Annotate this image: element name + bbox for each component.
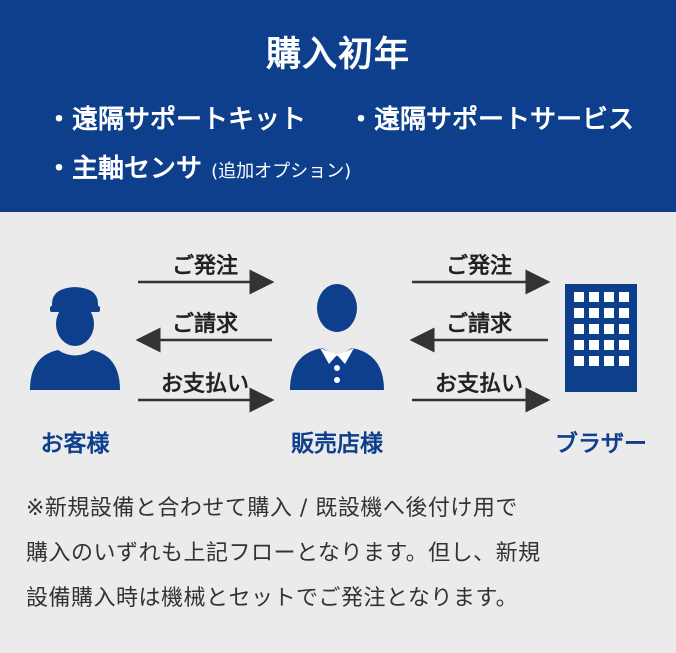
building-window (604, 292, 614, 302)
building-window (604, 340, 614, 350)
building-window (604, 308, 614, 318)
building-window (604, 356, 614, 366)
building-window (589, 292, 599, 302)
item-spindle-sensor-note: (追加オプション) (211, 161, 352, 182)
label-payment-left: お支払い (160, 372, 249, 397)
building-window (619, 340, 629, 350)
label-customer: お客様 (40, 431, 110, 457)
building-window (619, 308, 629, 318)
item-remote-support-kit: ・遠隔サポートキット (46, 105, 307, 135)
header-title: 購入初年 (265, 35, 410, 75)
building-window (619, 356, 629, 366)
dealer-icon (290, 284, 384, 390)
item-spindle-sensor-label: ・主軸センサ (46, 154, 203, 184)
header-banner: 購入初年 ・遠隔サポートキット ・遠隔サポートサービス ・主軸センサ (追加オプ… (0, 0, 676, 212)
note-line-1: ※新規設備と合わせて購入 / 既設機へ後付け用で (26, 496, 518, 521)
label-order-right: ご発注 (445, 254, 512, 279)
flow-graphics (30, 269, 637, 413)
label-invoice-left: ご請求 (171, 312, 238, 337)
item-spindle-sensor: ・主軸センサ (追加オプション) (46, 148, 351, 185)
building-window (604, 324, 614, 334)
building-window (574, 340, 584, 350)
item-remote-support-service: ・遠隔サポートサービス (348, 105, 635, 135)
label-order-left: ご発注 (171, 254, 238, 279)
note-text: ※新規設備と合わせて購入 / 既設機へ後付け用で 購入のいずれも上記フローとなり… (26, 486, 656, 621)
customer-icon (30, 287, 120, 390)
note-line-2: 購入のいずれも上記フローとなります。但し、新規 (26, 541, 541, 566)
building-window (619, 292, 629, 302)
building-window (589, 356, 599, 366)
building-window (589, 308, 599, 318)
building-window (574, 356, 584, 366)
label-dealer: 販売店様 (291, 431, 383, 457)
label-payment-right: お支払い (434, 372, 523, 397)
label-invoice-right: ご請求 (445, 312, 512, 337)
building-window (619, 324, 629, 334)
building-window (574, 308, 584, 318)
building-windows (574, 292, 629, 366)
building-window (589, 340, 599, 350)
flow-diagram: ご発注 ご請求 お支払い ご発注 ご請求 お支払い お客様 販売店様 ブラザー (0, 212, 676, 472)
building-window (589, 324, 599, 334)
building-window (574, 324, 584, 334)
building-window (574, 292, 584, 302)
label-brother: ブラザー (555, 431, 647, 457)
note-line-3: 設備購入時は機械とセットでご発注となります。 (26, 586, 519, 611)
